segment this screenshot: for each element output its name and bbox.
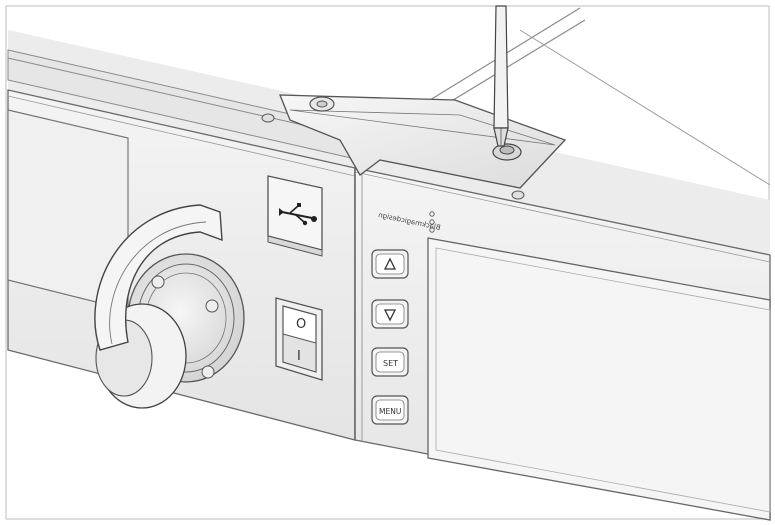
power-connector [94, 204, 245, 409]
power-off-label: O [296, 317, 306, 332]
control-buttons: SET MENU [371, 249, 409, 425]
set-button-label: SET [383, 359, 398, 368]
menu-button[interactable]: MENU [371, 395, 409, 425]
right-display-screen [427, 237, 771, 521]
usb-icon [279, 203, 317, 226]
usb-port[interactable] [267, 175, 323, 257]
rack-screw-left [261, 113, 275, 123]
connector-screw-1 [151, 275, 165, 289]
triangle-up-icon [383, 257, 397, 270]
rack-screw-right [511, 190, 525, 200]
cable-loop [94, 204, 223, 351]
menu-button-label: MENU [379, 407, 401, 416]
status-led-3 [429, 227, 435, 233]
power-switch[interactable]: O I [275, 297, 323, 381]
status-led-2 [429, 219, 435, 225]
connector-screw-3 [201, 365, 215, 379]
set-button[interactable]: SET [371, 347, 409, 377]
screwdriver [493, 5, 509, 147]
connector-screw-2 [205, 299, 219, 313]
down-button[interactable] [371, 299, 409, 329]
status-led-1 [429, 211, 435, 217]
up-button[interactable] [371, 249, 409, 279]
right-unit-front-panel: Blackmagicdesign [354, 167, 771, 521]
triangle-down-icon [383, 309, 397, 322]
rack-seam [354, 168, 363, 442]
power-on-label: I [297, 349, 301, 364]
